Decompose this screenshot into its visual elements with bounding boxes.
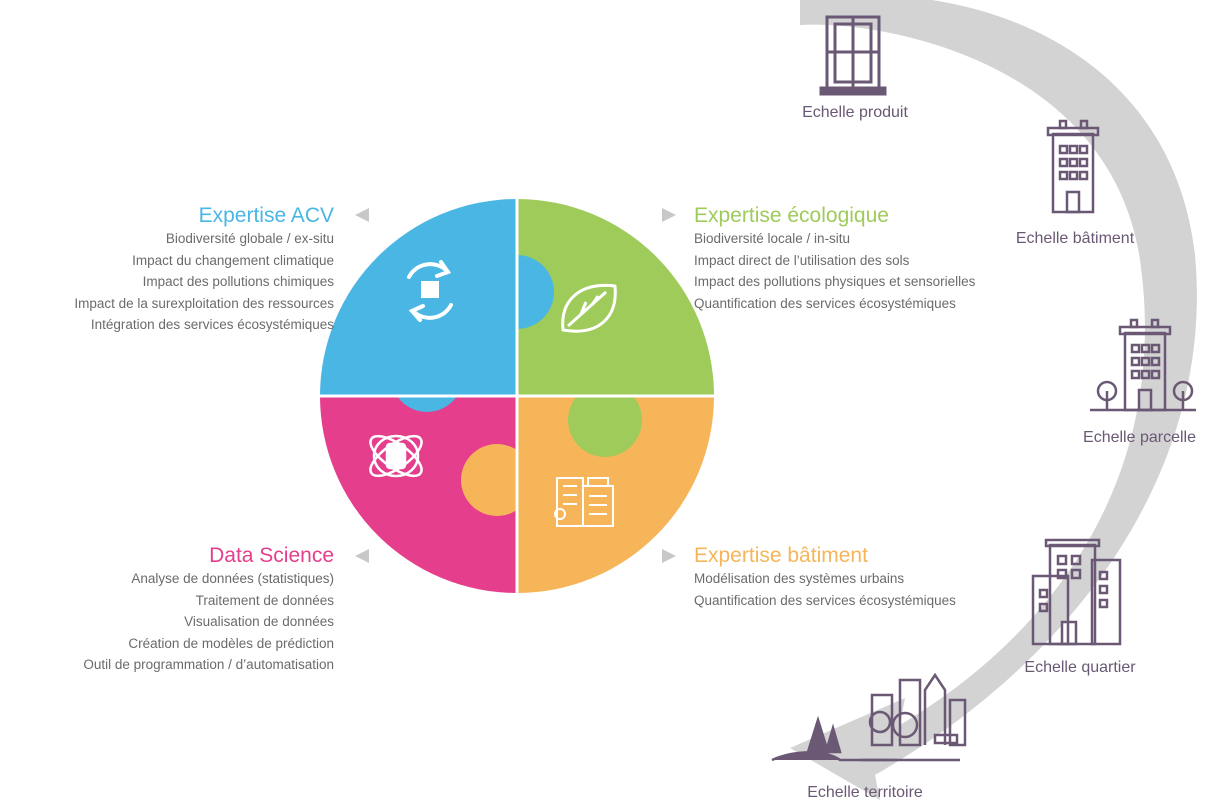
database-icon (369, 434, 423, 478)
list-item: Création de modèles de prédiction (128, 635, 334, 651)
territory-icon (771, 672, 967, 762)
acv-block: Expertise ACV Biodiversité globale / ex-… (74, 204, 334, 336)
knob-acv-into-data (391, 340, 463, 412)
buildings-icon (554, 477, 614, 527)
ecologie-title: Expertise écologique (694, 204, 889, 227)
batiment-title: Expertise bâtiment (694, 544, 868, 567)
list-item: Analyse de données (statistiques) (131, 571, 334, 586)
list-item: Quantification des services écosystémiqu… (694, 295, 956, 311)
ecologie-block: Expertise écologique Biodiversité locale… (694, 204, 975, 314)
knob-ecologie-into-batiment (568, 383, 642, 457)
pointer-acv (355, 208, 369, 222)
pointer-ecologie (662, 208, 676, 222)
list-item: Biodiversité locale / in-situ (694, 231, 851, 246)
list-item: Impact de la surexploitation des ressour… (74, 295, 334, 311)
window-icon (819, 15, 887, 96)
data-science-title: Data Science (209, 544, 334, 567)
list-item: Outil de programmation / d’automatisatio… (83, 657, 334, 672)
list-item: Modélisation des systèmes urbains (694, 571, 905, 586)
list-item: Visualisation de données (184, 614, 334, 629)
scale-label-quartier: Echelle quartier (1024, 659, 1136, 676)
data-science-items: Analyse de données (statistiques) Traitem… (83, 568, 334, 676)
data-science-block: Data Science Analyse de données (statist… (83, 544, 334, 676)
list-item: Impact direct de l’utilisation des sols (694, 252, 910, 268)
scale-label-territoire: Echelle territoire (807, 784, 923, 801)
recycle-box-icon (407, 260, 453, 322)
list-item: Impact des pollutions chimiques (142, 274, 334, 289)
knob-batiment-into-data (461, 444, 533, 516)
batiment-block: Expertise bâtiment Modélisation des syst… (694, 544, 956, 611)
scale-label-produit: Echelle produit (802, 104, 908, 121)
list-item: Quantification des services écosystémiqu… (694, 592, 956, 608)
list-item: Impact du changement climatique (132, 252, 334, 268)
list-item: Impact des pollutions physiques et senso… (694, 274, 976, 289)
list-item: Intégration des services écosystémiques (90, 317, 334, 332)
pointer-data-science (355, 549, 369, 563)
pointer-batiment (662, 549, 676, 563)
building-icon (1046, 119, 1100, 214)
leaf-icon (561, 283, 617, 333)
list-item: Biodiversité globale / ex-situ (165, 231, 334, 246)
district-icon (1031, 538, 1122, 646)
scale-label-parcelle: Echelle parcelle (1083, 429, 1196, 446)
parcel-icon (1090, 318, 1196, 412)
scale-label-batiment: Echelle bâtiment (1015, 230, 1135, 247)
acv-title: Expertise ACV (198, 204, 334, 227)
list-item: Traitement de données (195, 592, 334, 608)
